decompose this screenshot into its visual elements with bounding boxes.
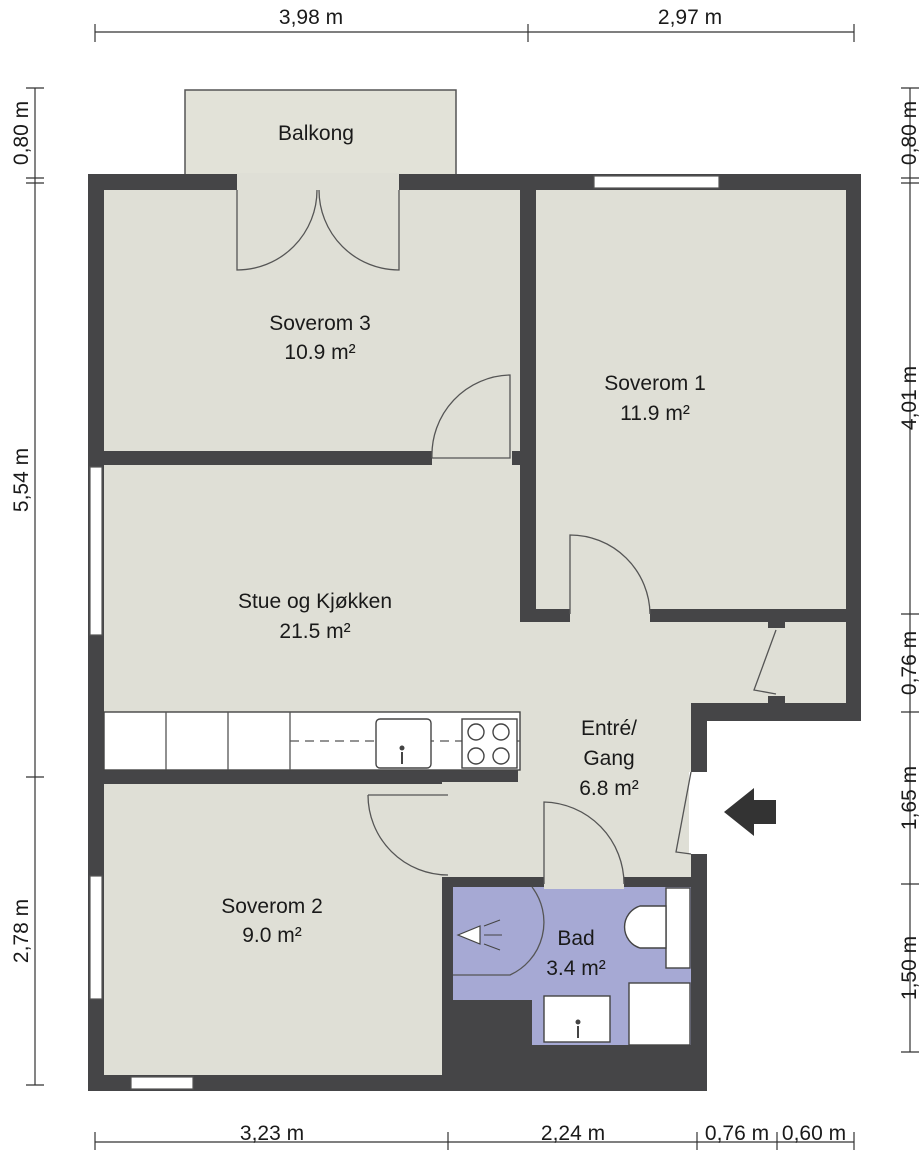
dim-right-3: 0,76 m bbox=[898, 631, 921, 695]
dim-left-2: 5,54 m bbox=[10, 448, 33, 512]
label-soverom-2: Soverom 2 bbox=[221, 895, 323, 918]
balcony-door-right bbox=[318, 189, 400, 271]
window-soverom-2-bottom bbox=[130, 1076, 194, 1090]
label-entre-line1: Entré/ bbox=[581, 717, 637, 740]
doors bbox=[236, 173, 787, 889]
area-soverom-2: 9.0 m² bbox=[242, 924, 302, 947]
area-soverom-3: 10.9 m² bbox=[284, 341, 355, 364]
floor-soverom-1 bbox=[536, 190, 846, 609]
shower-head-icon bbox=[456, 925, 481, 945]
dim-right-2: 4,01 m bbox=[898, 366, 921, 430]
toilet-icon bbox=[623, 905, 667, 949]
label-entre-line2: Gang bbox=[583, 747, 634, 770]
balcony-door-left bbox=[236, 189, 318, 271]
balcony-floor bbox=[184, 89, 457, 178]
dim-bottom-3: 0,76 m bbox=[705, 1122, 769, 1145]
dim-top-1: 3,98 m bbox=[279, 6, 343, 29]
door-opening-soverom-2 bbox=[440, 795, 455, 877]
door-soverom-1 bbox=[569, 534, 651, 615]
entrance-opening bbox=[689, 772, 711, 854]
area-entre: 6.8 m² bbox=[579, 777, 639, 800]
dim-right-5: 1,50 m bbox=[898, 936, 921, 1000]
area-stue: 21.5 m² bbox=[279, 620, 350, 643]
label-soverom-3: Soverom 3 bbox=[269, 312, 371, 335]
toilet-tank bbox=[665, 887, 691, 969]
label-soverom-1: Soverom 1 bbox=[604, 372, 706, 395]
kitchen-sink-icon bbox=[375, 718, 432, 769]
door-soverom-2 bbox=[367, 794, 449, 876]
dim-bottom-1: 3,23 m bbox=[240, 1122, 304, 1145]
area-soverom-1: 11.9 m² bbox=[620, 402, 690, 425]
entrance-arrow-icon bbox=[724, 788, 776, 836]
dimension-lines bbox=[26, 24, 919, 1150]
door-bad bbox=[543, 801, 625, 885]
window-soverom-2 bbox=[89, 875, 103, 1000]
label-balkong: Balkong bbox=[278, 122, 354, 145]
bathroom-fixtures bbox=[453, 886, 691, 1046]
washing-machine-icon bbox=[628, 982, 691, 1046]
floor-soverom-3 bbox=[104, 190, 520, 451]
door-opening-closet bbox=[766, 628, 787, 696]
floor-soverom-2 bbox=[104, 784, 442, 1075]
dim-right-4: 1,65 m bbox=[898, 766, 921, 830]
door-soverom-3 bbox=[431, 374, 511, 459]
dim-right-1: 0,80 m bbox=[898, 101, 921, 165]
label-stue: Stue og Kjøkken bbox=[238, 590, 392, 613]
dim-bottom-2: 2,24 m bbox=[541, 1122, 605, 1145]
floor-closet bbox=[785, 622, 846, 703]
dim-left-1: 0,80 m bbox=[10, 101, 33, 165]
window-stue bbox=[89, 466, 103, 636]
opening-hall bbox=[442, 782, 532, 796]
shower-screen bbox=[453, 886, 545, 976]
kitchen-counter bbox=[103, 711, 521, 771]
area-bad: 3.4 m² bbox=[546, 957, 606, 980]
window-soverom-1 bbox=[593, 175, 720, 189]
door-entrance bbox=[675, 771, 692, 855]
room-labels: Balkong Soverom 3 10.9 m² Soverom 1 11.9… bbox=[221, 122, 706, 980]
balcony-door-opening bbox=[237, 173, 399, 192]
dim-bottom-4: 0,60 m bbox=[782, 1122, 846, 1145]
opening-stue-entre bbox=[518, 622, 538, 784]
dim-top-2: 2,97 m bbox=[658, 6, 722, 29]
door-opening-bad bbox=[544, 875, 624, 889]
dimension-labels: 3,98 m 2,97 m 3,23 m 2,24 m 0,76 m 0,60 … bbox=[10, 6, 921, 1145]
dim-left-3: 2,78 m bbox=[10, 899, 33, 963]
door-closet bbox=[753, 629, 777, 695]
label-bad: Bad bbox=[557, 927, 594, 950]
door-opening-soverom-1 bbox=[570, 607, 650, 624]
windows bbox=[89, 175, 720, 1090]
